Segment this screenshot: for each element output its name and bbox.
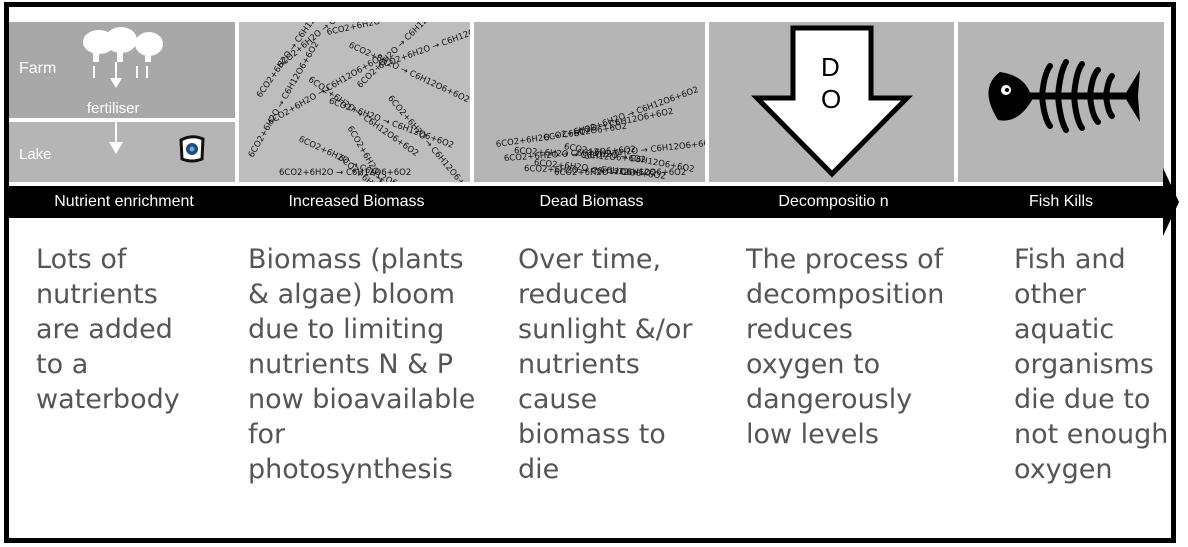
process-arrow-bar	[9, 186, 1164, 218]
fish-skeleton-icon	[988, 59, 1140, 133]
do-letter-o: O	[821, 84, 842, 114]
eye-icon	[179, 135, 205, 163]
photosynthesis-formula: 6CO2+6H2O → C6H12O6+6O2	[572, 85, 700, 140]
stage-label-nutrient-enrichment: Nutrient enrichment	[54, 193, 194, 210]
photosynthesis-formula: 6CO2+6H2O → C6H12O6+6O2	[554, 168, 687, 178]
photosynthesis-formula: 6CO2+6H2O → C6H12O6+6O2	[279, 168, 412, 178]
panel-increased-biomass: 6CO2+6H2O → C6H12O6+6O2 6CO2+6H2O → C6H12…	[239, 22, 474, 182]
description-fish-kills: Fish and other aquatic organisms die due…	[1014, 244, 1169, 485]
panel-decomposition: D O	[709, 22, 958, 182]
description-decomposition: The process of decomposition reduces oxy…	[746, 244, 945, 450]
description-increased-biomass: Biomass (plants & algae) bloom due to li…	[248, 244, 476, 485]
panel-fish-kills	[958, 22, 1164, 182]
arrow-head	[1163, 168, 1179, 236]
divider	[9, 118, 235, 122]
stage-label-dead-biomass: Dead Biomass	[539, 193, 644, 210]
panel-nutrient-enrichment: Farm fertiliser Lake	[9, 22, 239, 182]
fertiliser-label: fertiliser	[87, 100, 140, 117]
stage-label-decomposition: Decompositio n	[778, 193, 889, 210]
description-nutrient-enrichment: Lots of nutrients are added to a waterbo…	[36, 244, 180, 415]
panel-dead-biomass: 6CO2+6H2O → C6H12O6+6O2 6CO2+6H2O → C6H12…	[474, 22, 709, 182]
farm-label: Farm	[19, 60, 57, 77]
stage-label-increased-biomass: Increased Biomass	[288, 193, 425, 210]
do-letter-d: D	[821, 52, 840, 82]
lake-label: Lake	[19, 146, 52, 163]
photosynthesis-formula: 6CO2+6H2O → C6H12O6+6O2	[326, 22, 457, 38]
down-arrow-icon	[751, 25, 913, 178]
description-dead-biomass: Over time, reduced sunlight &/or nutrien…	[518, 244, 693, 485]
stage-label-fish-kills: Fish Kills	[1028, 193, 1093, 210]
tree-icon	[83, 27, 163, 154]
